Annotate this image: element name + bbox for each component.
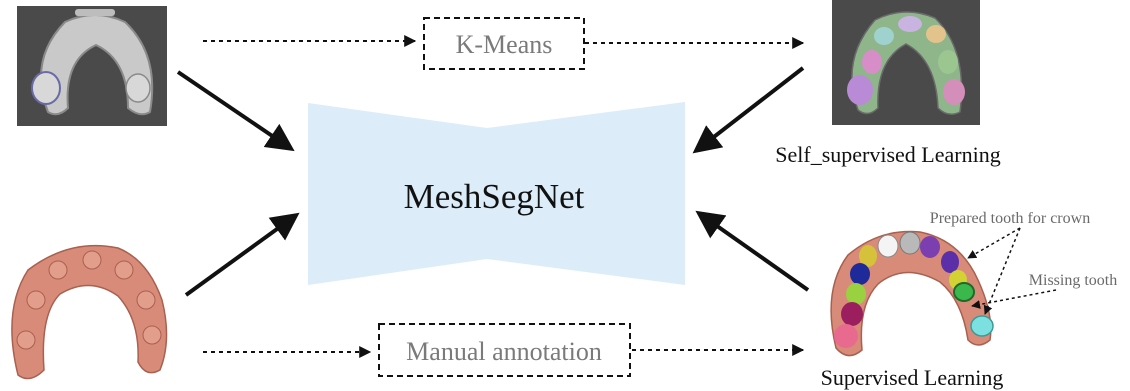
- arrow-topright-to-network: [692, 66, 805, 154]
- prepared-pointer-2: [983, 227, 1021, 315]
- supervised-caption: Supervised Learning: [821, 365, 1004, 390]
- kmeans-label: K-Means: [456, 30, 553, 59]
- arrow-bottomleft-to-network: [184, 212, 300, 297]
- network-label: MeshSegNet: [404, 177, 585, 216]
- annotated-dental-mesh-image: [830, 230, 994, 357]
- prepared-tooth-annotation: Prepared tooth for crown: [930, 210, 1090, 227]
- arrow-topleft-to-network: [176, 70, 295, 152]
- grey-dental-mesh-image: [17, 6, 167, 126]
- missing-tooth-annotation: Missing tooth: [1029, 272, 1117, 289]
- network-shape: [308, 102, 685, 285]
- manual-annotation-label: Manual annotation: [406, 337, 602, 366]
- manual-annotation-box: [378, 323, 631, 377]
- kmeans-box: [423, 17, 585, 70]
- self-supervised-caption: Self_supervised Learning: [775, 142, 1000, 167]
- prepared-pointer-1: [967, 227, 1021, 259]
- arrow-bottomright-to-network: [695, 210, 810, 292]
- missing-pointer: [971, 289, 1057, 309]
- clustered-dental-mesh-image: [832, 0, 980, 125]
- unlabeled-dental-mesh-image: [11, 244, 168, 380]
